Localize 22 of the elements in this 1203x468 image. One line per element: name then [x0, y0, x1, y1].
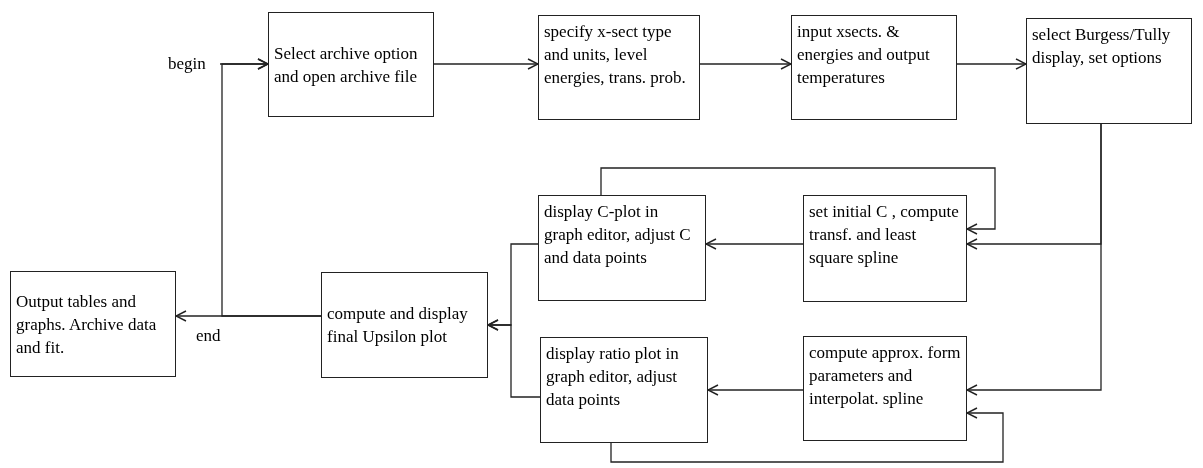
process-box: display C-plot in graph editor, adjust C and data points — [538, 195, 706, 301]
arrow — [600, 167, 996, 235]
process-box: Output tables and graphs. Archive data and fit. — [10, 271, 176, 377]
process-box: display ratio plot in graph editor, adjust data points — [540, 337, 708, 443]
arrow — [966, 123, 1102, 396]
process-box: Select archive option and open archive file — [268, 12, 434, 117]
arrow — [487, 319, 541, 398]
end-label: end — [196, 325, 221, 347]
arrow — [699, 58, 792, 70]
arrow — [705, 238, 804, 250]
process-box: compute and display final Upsilon plot — [321, 272, 488, 378]
process-box: compute approx. form parameters and interpolat. spline — [803, 336, 967, 441]
arrow — [956, 58, 1027, 70]
process-box: select Burgess/Tully display, set options — [1026, 18, 1192, 124]
process-box: input xsects. & energies and output temperatures — [791, 15, 957, 120]
process-box: set initial C , compute transf. and least square spline — [803, 195, 967, 302]
arrow — [221, 58, 322, 317]
arrow — [433, 58, 539, 70]
arrow — [707, 384, 804, 396]
process-box: specify x-sect type and units, level energies, trans. prob. — [538, 15, 700, 120]
start-label: begin — [168, 52, 220, 76]
arrow — [610, 407, 1004, 463]
